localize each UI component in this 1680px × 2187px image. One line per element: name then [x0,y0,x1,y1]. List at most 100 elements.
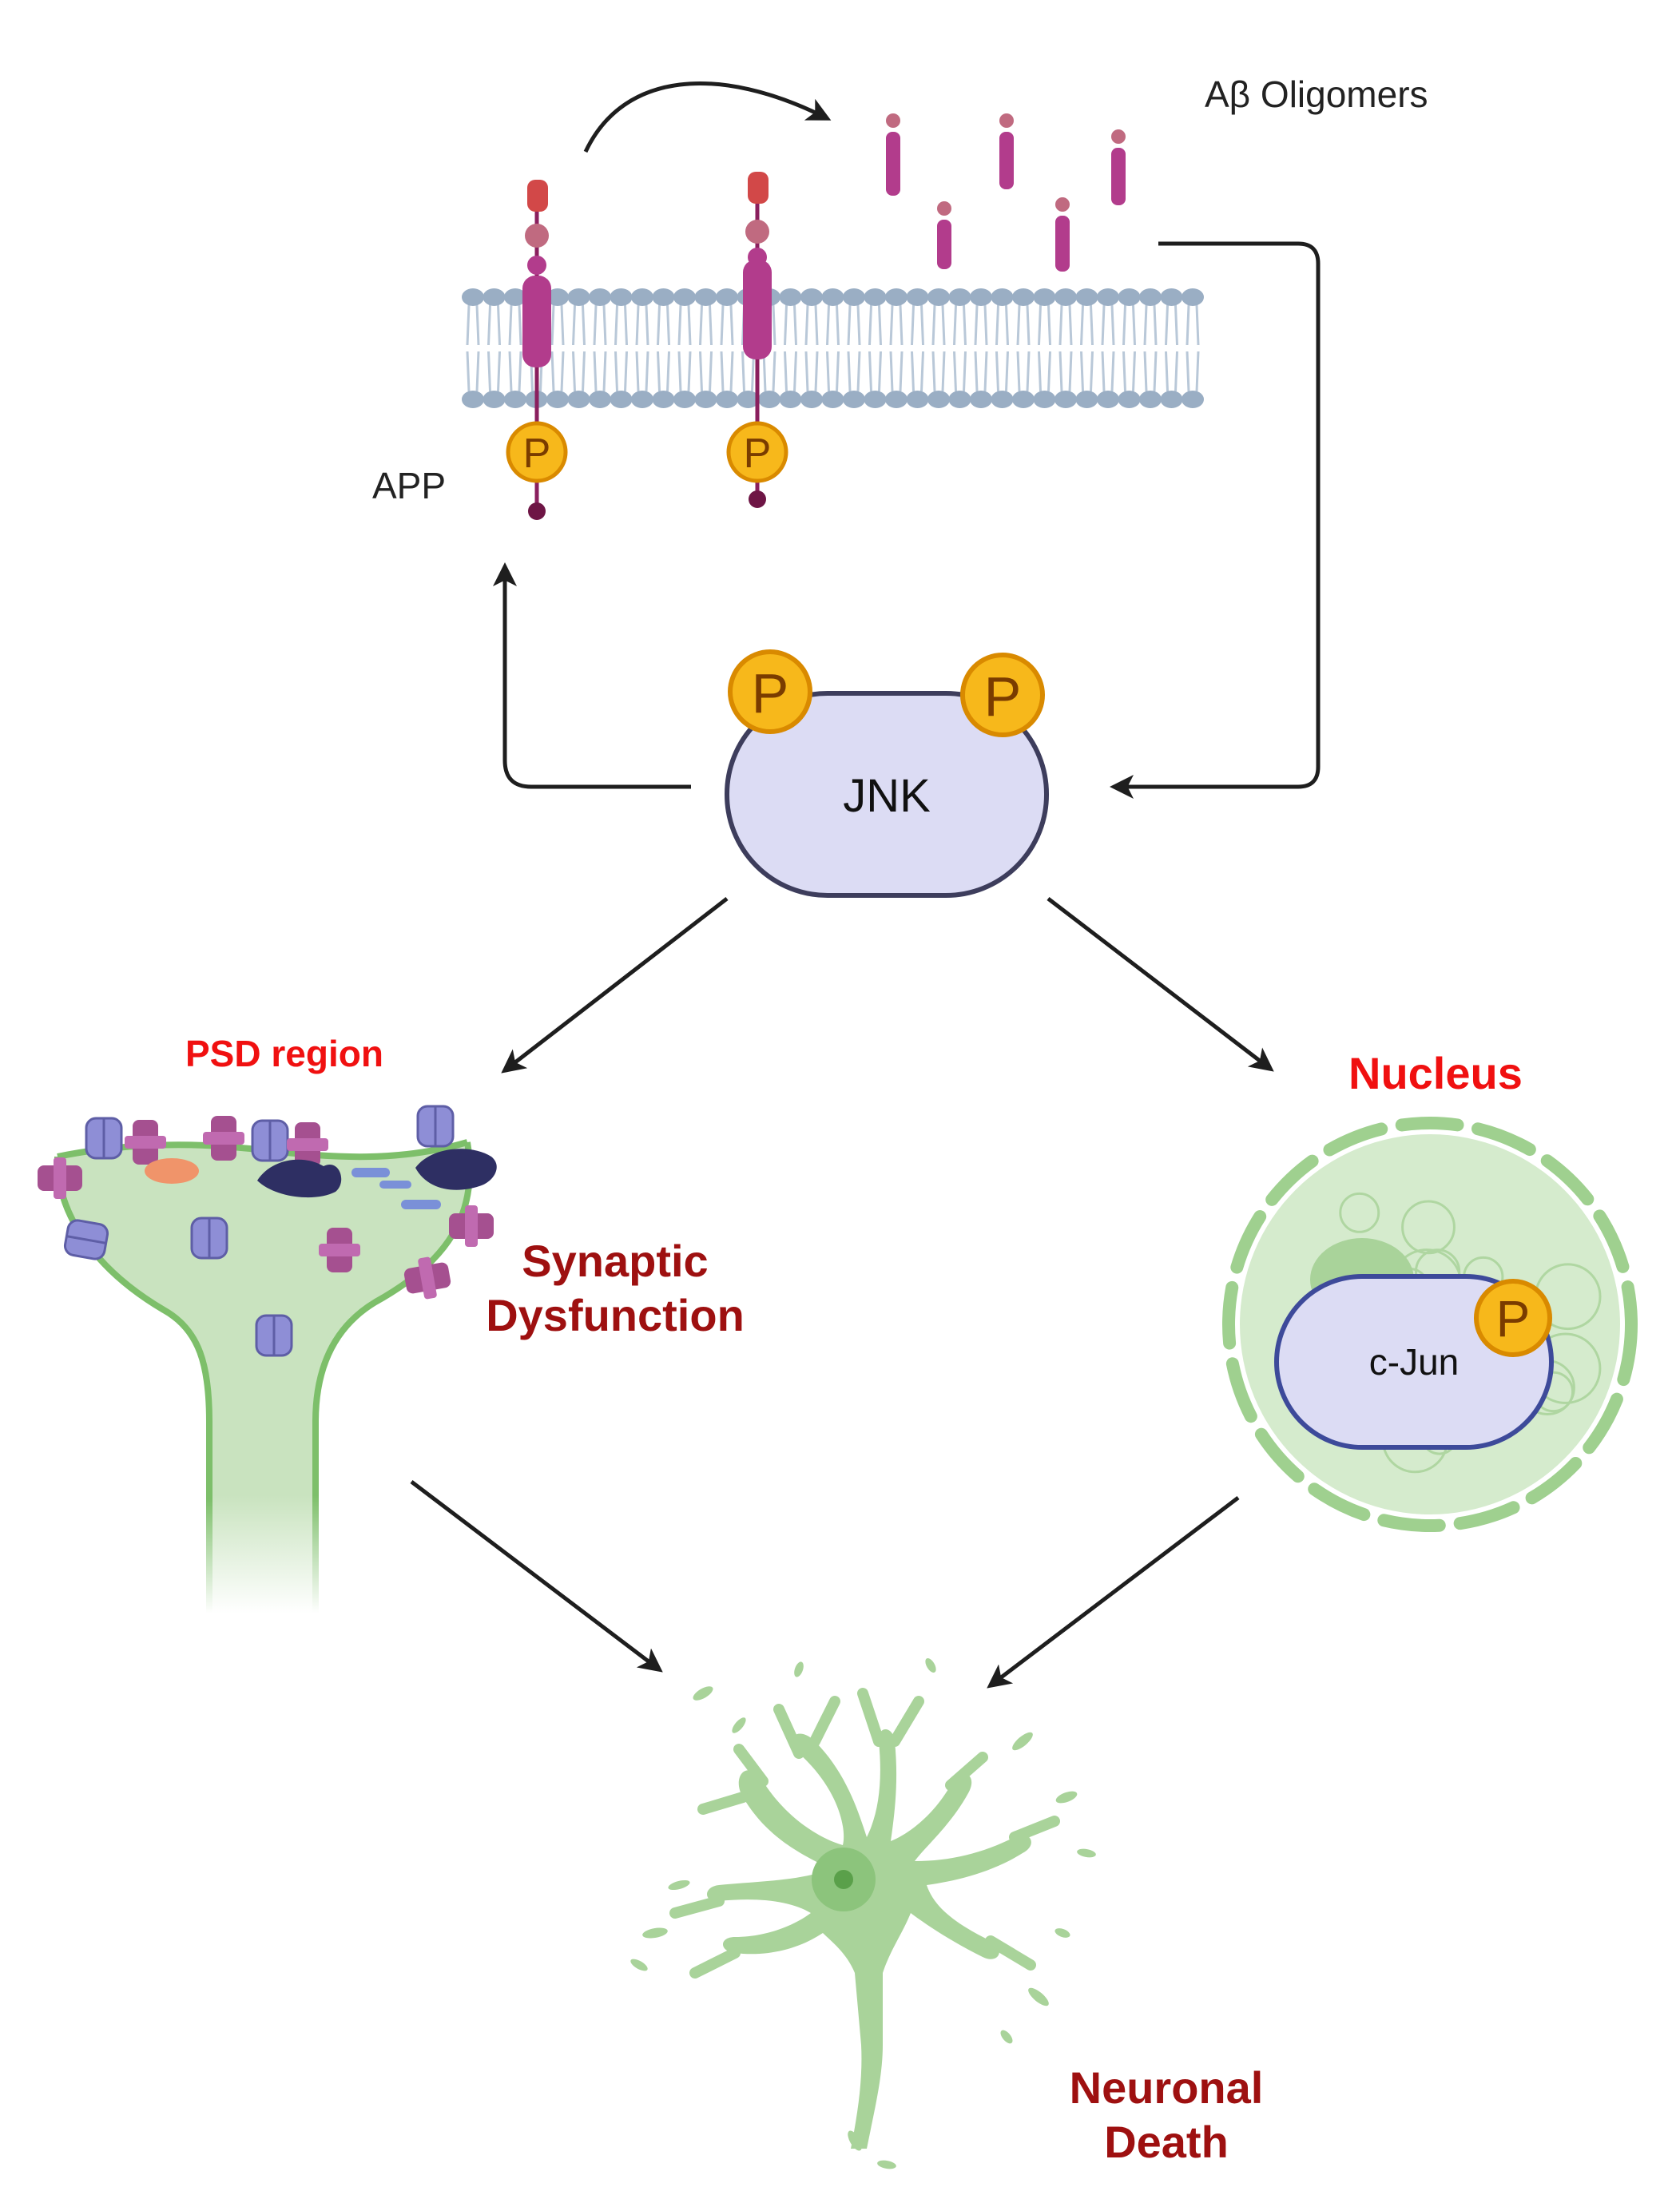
lipid-head [864,391,887,408]
lipid-head [694,391,717,408]
lipid-tail [508,304,522,346]
lipid-head [673,391,696,408]
lipid-head [589,391,611,408]
lipid-tail [657,351,670,392]
lipid-head [1118,288,1141,306]
lipid-tail [868,351,882,392]
lipid-head [1097,391,1119,408]
receptor-purple [319,1228,360,1272]
arrow-oligomers-to-jnk [1110,241,1321,799]
dendrite-fragment [877,2160,896,2169]
dendrite-branch [697,1792,749,1815]
lipid-head [673,288,696,306]
lipid-tail [804,304,819,346]
dendrite-branch [809,1696,840,1747]
lipid-head [546,391,569,408]
lipid-head [1097,288,1119,306]
receptor-blue [255,1314,293,1357]
cjun-phospho-circle [1474,1279,1552,1357]
lipid-tail [466,304,480,346]
arrow-jnk-to-psd [501,897,729,1074]
lipid-head [864,288,887,306]
dendrite-fragment [1012,1732,1033,1751]
neuronal-death-label: Neuronal Death [1031,2061,1302,2170]
neuronal-death-text: Neuronal Death [1069,2062,1264,2168]
oligomer [1111,129,1126,205]
lipid-tail [466,351,480,392]
lipid-tail [1165,351,1178,392]
scaffold-dark [257,1159,342,1198]
lipid-tail [635,304,649,346]
lipid-tail [572,304,586,346]
dendrite-branch [857,1688,884,1747]
lipid-head [716,288,738,306]
lipid-tail [720,351,734,392]
abeta-oligomers-label: Aβ Oligomers [1205,73,1428,115]
arrow-jnk-to-nucleus [1047,897,1274,1072]
lipid-tail [1101,304,1115,346]
dendrite-fragment [1055,1791,1078,1804]
arrow-synapse-to-death [410,1480,663,1673]
lipid-tail [1058,304,1073,346]
app-phospho-2 [726,421,788,483]
dendrite-branch [945,1752,988,1791]
lipid-head [1118,391,1141,408]
lipid-tail [593,351,607,392]
lipid-tail [550,351,565,392]
lipid-tail [1038,351,1051,392]
cjun-phospho-label: P [1495,1290,1531,1348]
lipid-head [779,288,802,306]
lipid-tail [953,304,967,346]
dendrite-fragment [668,1879,690,1891]
lipid-tail [1080,304,1094,346]
app-phospho-label-2: P [743,431,772,477]
lipid-tail [953,351,967,392]
lipid-head [462,288,484,306]
dendrite-branch [889,1696,924,1747]
app-label: APP [372,465,447,506]
lipid-tail [868,304,882,346]
lipid-head [843,391,865,408]
jnk-complex [725,649,1049,898]
receptor-purple-side [38,1157,82,1199]
lipid-tail [847,304,861,346]
lipid-head [1012,288,1035,306]
dendrite-fragment [642,1927,668,1939]
lipid-head [1054,288,1077,306]
lipid-tail [699,351,713,392]
lipid-head [737,391,760,408]
lipid-tail [677,351,692,392]
lipid-tail [1143,351,1158,392]
lipid-tail [1186,304,1200,346]
arrow-app-to-oligomers [583,81,832,153]
lipid-tail [1122,351,1136,392]
lipid-head [821,288,844,306]
jnk-phospho-label-2: P [983,665,1022,728]
dendrite-branch [689,1947,741,1979]
lipid-head [779,391,802,408]
lipid-head [1033,391,1056,408]
abeta-oligomers [886,113,1126,272]
dendrite-fragment [1028,1987,1049,2006]
lipid-head [589,288,611,306]
jnk-phospho-label-1: P [751,662,789,724]
app-phospho-1 [506,421,568,483]
lipid-head [1075,391,1098,408]
lipid-head [927,391,950,408]
lipid-tail [614,304,628,346]
receptor-purple [203,1116,244,1161]
receptor-purple [287,1122,328,1167]
lipid-tail [931,351,946,392]
lipid-head [906,391,929,408]
lipid-head [567,391,590,408]
lipid-tail [614,351,628,392]
app-protein-2 [743,172,772,508]
lipid-tail [677,304,692,346]
lipid-head [1033,288,1056,306]
lipid-head [948,288,971,306]
dendrite-branch [669,1895,725,1919]
lipid-tail [1186,351,1200,392]
lipid-head [970,288,992,306]
arrow-jnk-to-app [493,562,691,789]
